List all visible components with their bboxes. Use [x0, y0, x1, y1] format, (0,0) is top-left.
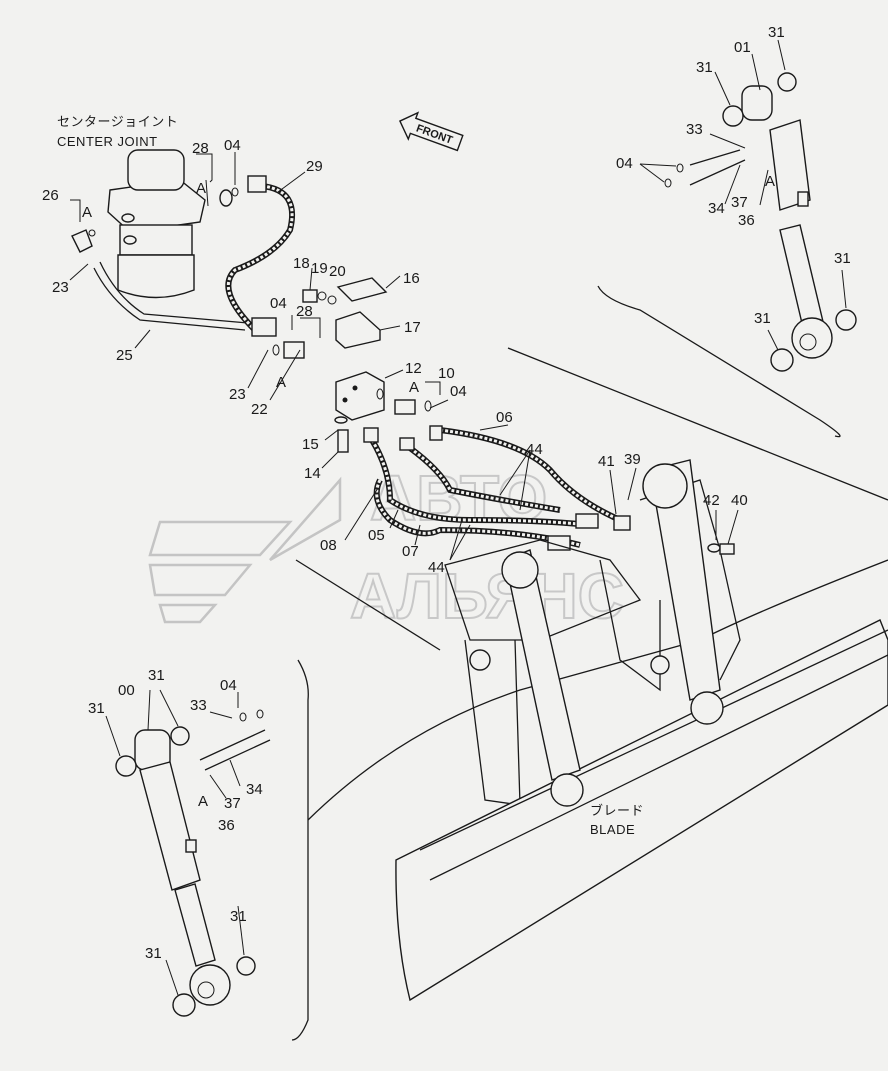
callout-31: 31 [145, 945, 162, 962]
callout-39: 39 [624, 451, 641, 468]
blade-caption-jp: ブレード [590, 803, 644, 818]
blade-frame [295, 347, 888, 1002]
callout-10: 10 [438, 365, 455, 382]
blade-caption-en: BLADE [590, 822, 635, 837]
detail-view-right [597, 72, 857, 438]
callout-31: 31 [148, 667, 165, 684]
callout-20: 20 [329, 263, 346, 280]
callout-40: 40 [731, 492, 748, 509]
watermark: АВТО АЛЬЯНС [148, 461, 625, 633]
callout-29: 29 [306, 158, 323, 175]
callout-22: 22 [251, 401, 268, 418]
center-joint-caption-en: CENTER JOINT [57, 134, 158, 149]
callout-04: 04 [270, 295, 287, 312]
leader-lines [69, 39, 847, 996]
callout-31: 31 [230, 908, 247, 925]
fittings-upper [272, 277, 388, 359]
callout-a: A [196, 180, 206, 197]
center-joint-caption-jp: センタージョイント [57, 114, 178, 129]
callout-04: 04 [224, 137, 241, 154]
callout-31: 31 [754, 310, 771, 327]
callout-06: 06 [496, 409, 513, 426]
callout-36: 36 [218, 817, 235, 834]
callout-04: 04 [616, 155, 633, 172]
callout-44: 44 [428, 559, 445, 576]
center-joint [107, 149, 206, 299]
callout-37: 37 [731, 194, 748, 211]
callout-33: 33 [190, 697, 207, 714]
pipe-25 [71, 229, 249, 331]
detail-view-left [115, 659, 309, 1041]
callout-a: A [765, 173, 775, 190]
callout-23: 23 [229, 386, 246, 403]
callout-36: 36 [738, 212, 755, 229]
hose-bundle [363, 425, 622, 551]
callout-28: 28 [296, 303, 313, 320]
callout-37: 37 [224, 795, 241, 812]
callout-31: 31 [88, 700, 105, 717]
callout-12: 12 [405, 360, 422, 377]
blade-cylinders [469, 459, 735, 807]
callout-31: 31 [768, 24, 785, 41]
callout-18: 18 [293, 255, 310, 272]
callout-25: 25 [116, 347, 133, 364]
callout-44: 44 [526, 441, 543, 458]
hose-29 [219, 175, 296, 337]
callout-17: 17 [404, 319, 421, 336]
callout-01: 01 [734, 39, 751, 56]
callout-a: A [276, 374, 286, 391]
callout-labels: 28 04 29 A 26 A 23 25 18 19 20 16 17 04 … [42, 24, 851, 962]
watermark-line2: АЛЬЯНС [350, 560, 624, 632]
callout-a: A [82, 204, 92, 221]
callout-28: 28 [192, 140, 209, 157]
callout-19: 19 [311, 260, 328, 277]
callout-34: 34 [246, 781, 263, 798]
callout-14: 14 [304, 465, 321, 482]
callout-08: 08 [320, 537, 337, 554]
callout-31: 31 [696, 59, 713, 76]
callout-a: A [198, 793, 208, 810]
front-arrow: FRONT [398, 111, 464, 152]
callout-34: 34 [708, 200, 725, 217]
callout-04: 04 [220, 677, 237, 694]
callout-07: 07 [402, 543, 419, 560]
watermark-logo [148, 476, 342, 624]
callout-05: 05 [368, 527, 385, 544]
callout-41: 41 [598, 453, 615, 470]
callout-23: 23 [52, 279, 69, 296]
callout-00: 00 [118, 682, 135, 699]
manifold-block-12 [334, 371, 432, 453]
callout-04: 04 [450, 383, 467, 400]
callout-31: 31 [834, 250, 851, 267]
callout-15: 15 [302, 436, 319, 453]
callout-16: 16 [403, 270, 420, 287]
callout-26: 26 [42, 187, 59, 204]
callout-a: A [409, 379, 419, 396]
callout-33: 33 [686, 121, 703, 138]
callout-42: 42 [703, 492, 720, 509]
